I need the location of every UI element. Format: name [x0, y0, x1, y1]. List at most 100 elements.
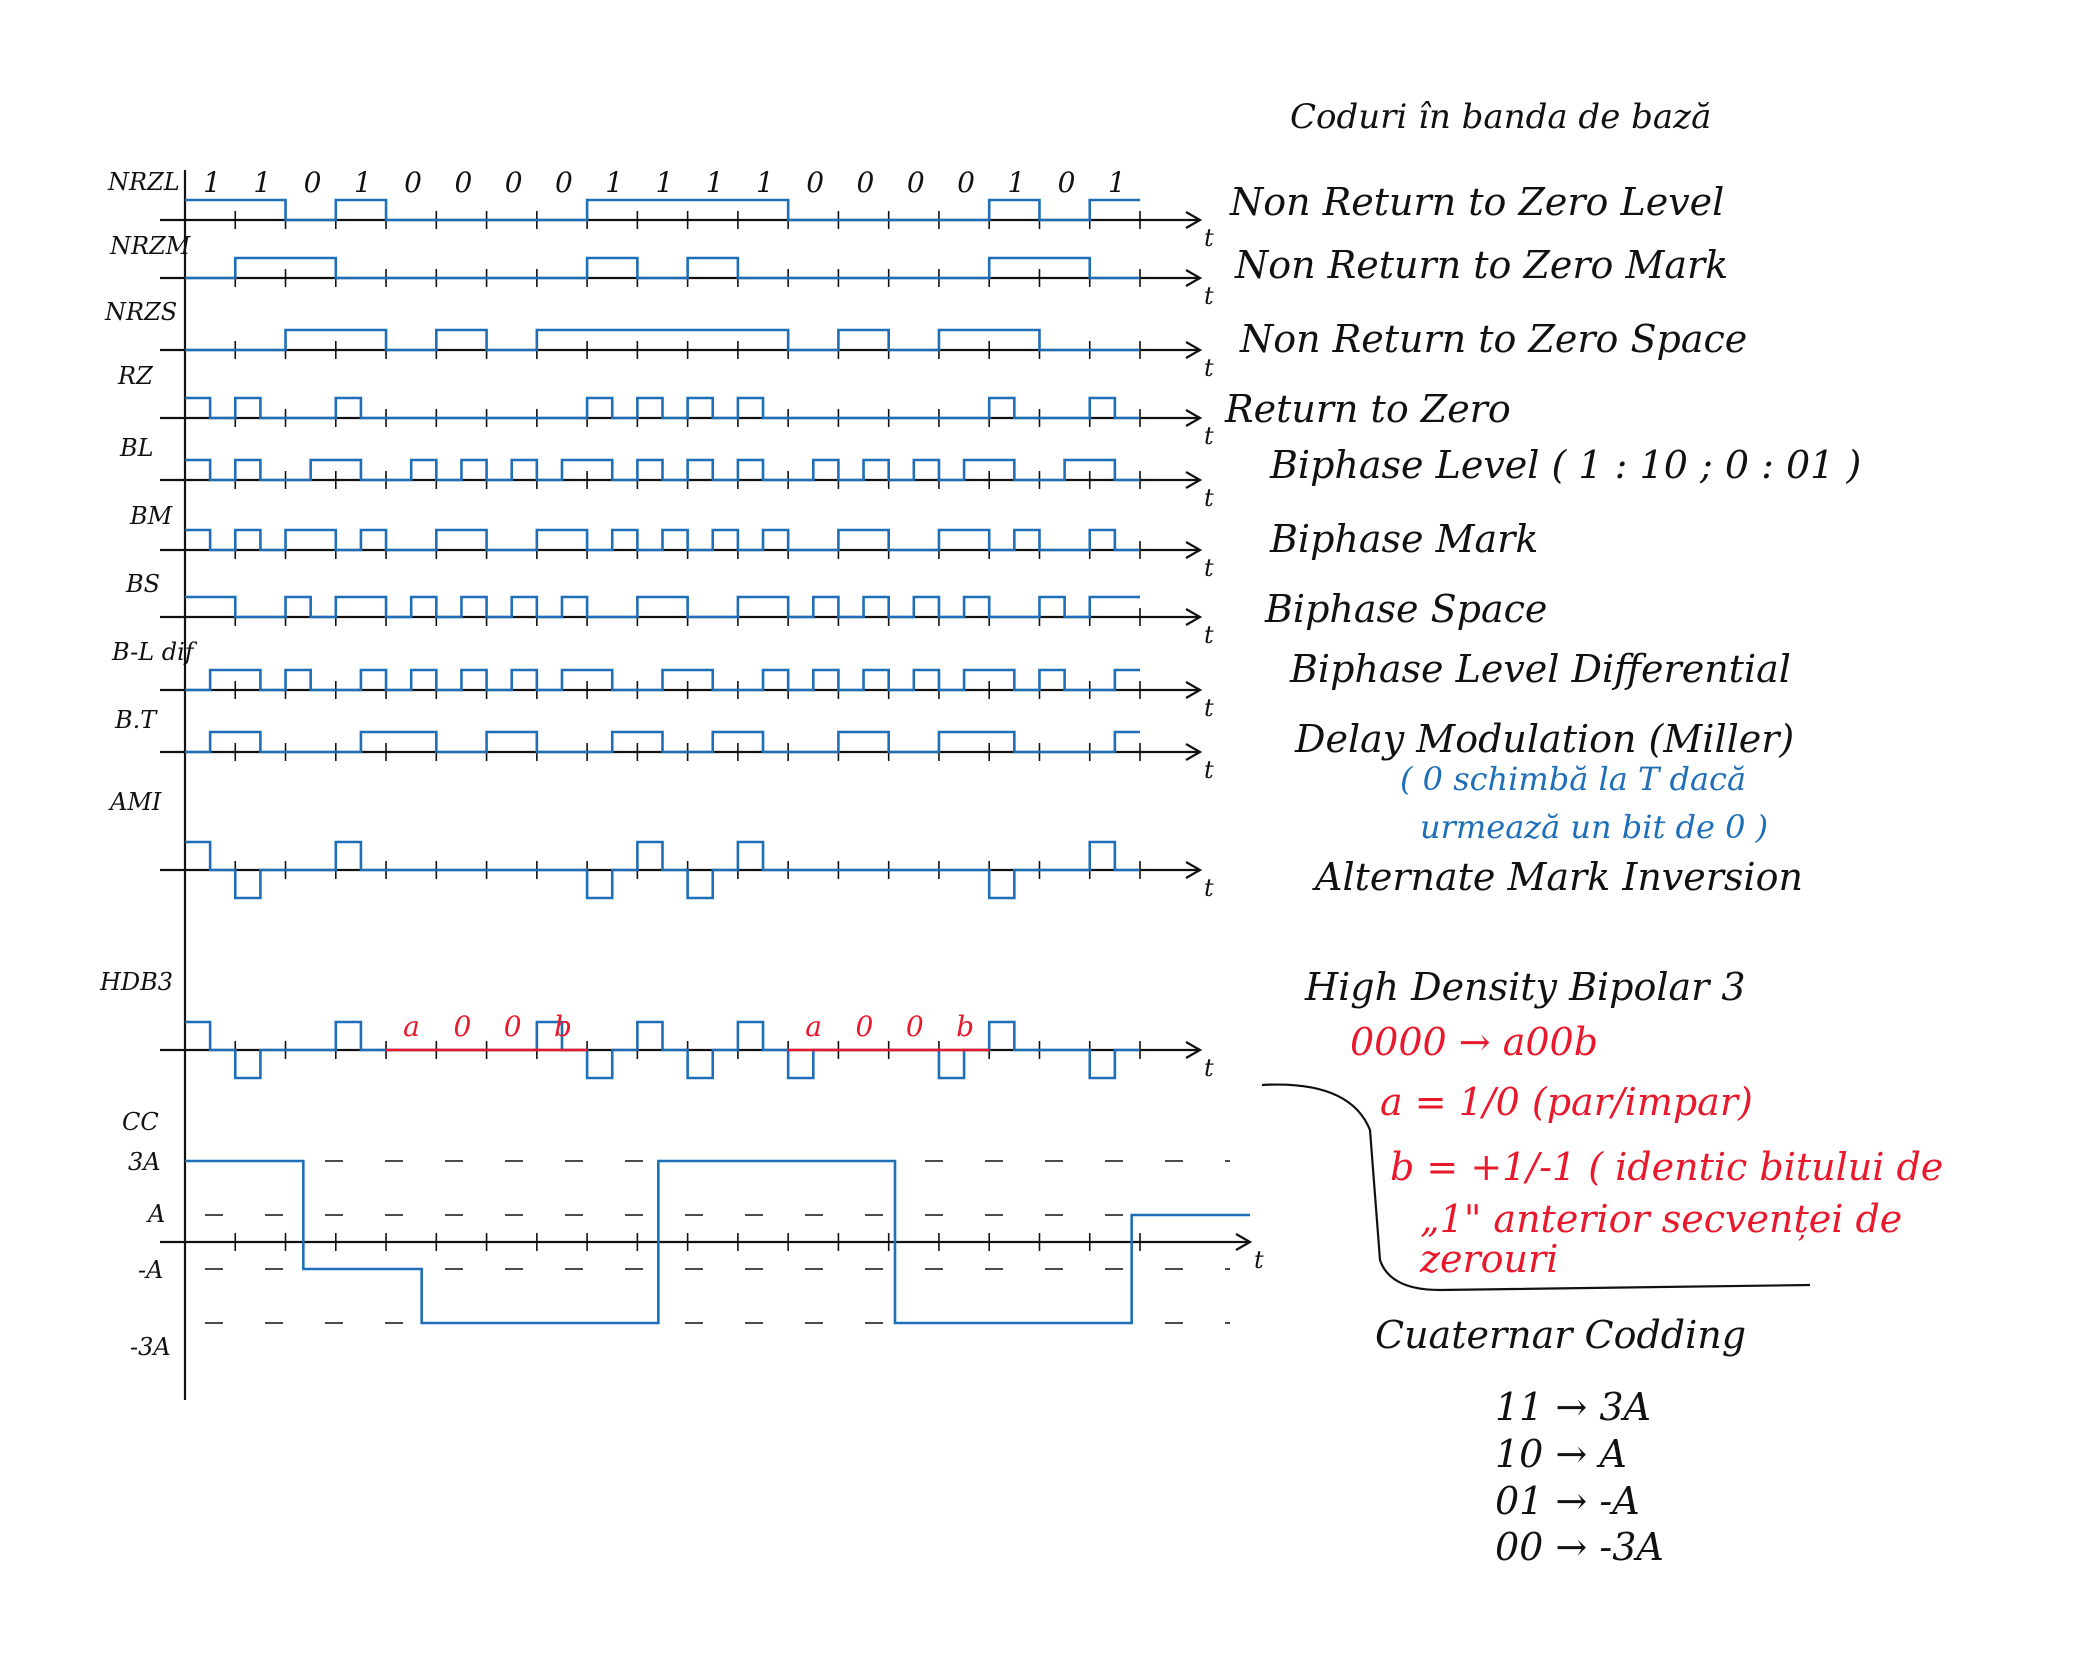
- bit-digit: 1: [1108, 166, 1126, 199]
- bit-digit: 1: [203, 166, 221, 199]
- axis-arrow-icon: [1185, 743, 1203, 761]
- miller-note-line1: ( 0 schimbă la T dacă: [1400, 760, 1746, 798]
- cc-level-a: A: [146, 1200, 165, 1228]
- desc-hdb3: High Density Bipolar 3: [1304, 965, 1746, 1009]
- hdb3-mark: 0: [504, 1010, 522, 1043]
- bit-digit: 0: [555, 166, 573, 199]
- bit-digit: 1: [605, 166, 623, 199]
- bit-digit: 1: [354, 166, 372, 199]
- axis-arrow-icon: [1185, 681, 1203, 699]
- axis-arrow-icon: [1235, 1233, 1253, 1251]
- axis-t-label: t: [1204, 224, 1214, 252]
- hdb3-mark: a: [403, 1010, 420, 1043]
- row-label-nrzs: NRZS: [104, 298, 177, 326]
- cc-level-neg-3a: -3A: [130, 1333, 171, 1361]
- cc-level-neg-a: -A: [138, 1256, 163, 1284]
- quaternary-rule-00: 00 → -3A: [1495, 1525, 1664, 1569]
- axis-t-label: t: [1204, 422, 1214, 450]
- miller-waveform: [185, 730, 1140, 754]
- axis-arrow-icon: [1185, 861, 1203, 879]
- hdb3-rule-5: zerouri: [1419, 1237, 1558, 1281]
- miller-note-line2: urmează un bit de 0 ): [1420, 808, 1768, 846]
- desc-bs: Biphase Space: [1264, 587, 1547, 631]
- bit-digit: 1: [656, 166, 674, 199]
- bit-digit: 1: [706, 166, 724, 199]
- axis-t-label: t: [1204, 874, 1214, 902]
- row-label-bldif: B-L dif: [111, 638, 198, 666]
- axis-t-label: t: [1204, 621, 1214, 649]
- desc-rz: Return to Zero: [1224, 387, 1511, 431]
- hdb3-bracket: [1261, 1083, 1811, 1292]
- quaternary-waveform: [185, 1159, 1250, 1325]
- page-title: Coduri în banda de bază: [1290, 97, 1711, 137]
- desc-bldif: Biphase Level Differential: [1289, 647, 1791, 691]
- axis-arrow-icon: [1185, 211, 1203, 229]
- bit-digit: 0: [806, 166, 824, 199]
- cc-level-3a: 3A: [128, 1148, 161, 1176]
- nrzm-waveform: [185, 256, 1140, 280]
- hdb3-mark: b: [956, 1010, 974, 1043]
- hdb3-rule-4: „1" anterior secvenței de: [1420, 1197, 1902, 1241]
- desc-bm: Biphase Mark: [1269, 517, 1538, 561]
- row-label-bs: BS: [125, 570, 160, 598]
- row-label-bl: BL: [119, 434, 154, 462]
- desc-nrzm: Non Return to Zero Mark: [1234, 243, 1728, 287]
- hdb3-mark: b: [554, 1010, 572, 1043]
- row-label-nrzm: NRZM: [109, 232, 192, 260]
- bit-digit: 0: [1058, 166, 1076, 199]
- axis-arrow-icon: [1185, 471, 1203, 489]
- bit-digit: 1: [1007, 166, 1025, 199]
- quaternary-rule-01: 01 → -A: [1495, 1479, 1640, 1523]
- bm-waveform: [185, 528, 1140, 552]
- row-label-bt: B.T: [114, 706, 158, 734]
- row-label-bm: BM: [129, 502, 174, 530]
- axis-t-label: t: [1204, 1054, 1214, 1082]
- axis-t-label: t: [1204, 554, 1214, 582]
- axis-t-label: t: [1204, 694, 1214, 722]
- row-label-hdb3: HDB3: [99, 968, 173, 996]
- axis-arrow-icon: [1185, 541, 1203, 559]
- bit-digit: 1: [253, 166, 271, 199]
- bit-digit: 1: [756, 166, 774, 199]
- axis-arrow-icon: [1185, 269, 1203, 287]
- bit-digit: 0: [404, 166, 422, 199]
- bit-digit: 0: [907, 166, 925, 199]
- quaternary-rule-11: 11 → 3A: [1495, 1385, 1651, 1429]
- axis-arrow-icon: [1185, 608, 1203, 626]
- row-label-ami: AMI: [108, 788, 162, 816]
- axis-arrow-icon: [1185, 409, 1203, 427]
- bit-digit: 0: [857, 166, 875, 199]
- desc-bt: Delay Modulation (Miller): [1294, 717, 1794, 761]
- bit-digit: 0: [505, 166, 523, 199]
- bl-differential-waveform: [185, 668, 1140, 692]
- hdb3-rule-1: 0000 → a00b: [1350, 1020, 1598, 1064]
- desc-nrzl: Non Return to Zero Level: [1229, 180, 1724, 224]
- row-label-rz: RZ: [117, 362, 154, 390]
- nrzl-waveform: [185, 198, 1140, 222]
- ami-waveform: [185, 840, 1140, 900]
- hdb3-rule-3: b = +1/-1 ( identic bitului de: [1390, 1145, 1943, 1189]
- row-label-nrzl: NRZL: [107, 168, 180, 196]
- bit-digit: 0: [304, 166, 322, 199]
- axis-t-label: t: [1254, 1246, 1264, 1274]
- hdb3-mark: a: [805, 1010, 822, 1043]
- row-label-cc: CC: [122, 1108, 159, 1136]
- bs-waveform: [185, 595, 1140, 619]
- bit-digit: 0: [957, 166, 975, 199]
- waveforms: [185, 198, 1250, 1325]
- axis-t-label: t: [1204, 282, 1214, 310]
- axis-t-label: t: [1204, 484, 1214, 512]
- desc-bl: Biphase Level ( 1 : 10 ; 0 : 01 ): [1269, 443, 1861, 487]
- bit-digit: 0: [454, 166, 472, 199]
- quaternary-title: Cuaternar Codding: [1375, 1313, 1746, 1357]
- hdb3-rule-2: a = 1/0 (par/impar): [1380, 1080, 1753, 1124]
- axis-arrow-icon: [1185, 341, 1203, 359]
- axis-t-label: t: [1204, 756, 1214, 784]
- hdb3-mark: 0: [906, 1010, 924, 1043]
- desc-nrzs: Non Return to Zero Space: [1239, 317, 1747, 361]
- rz-waveform: [185, 396, 1140, 420]
